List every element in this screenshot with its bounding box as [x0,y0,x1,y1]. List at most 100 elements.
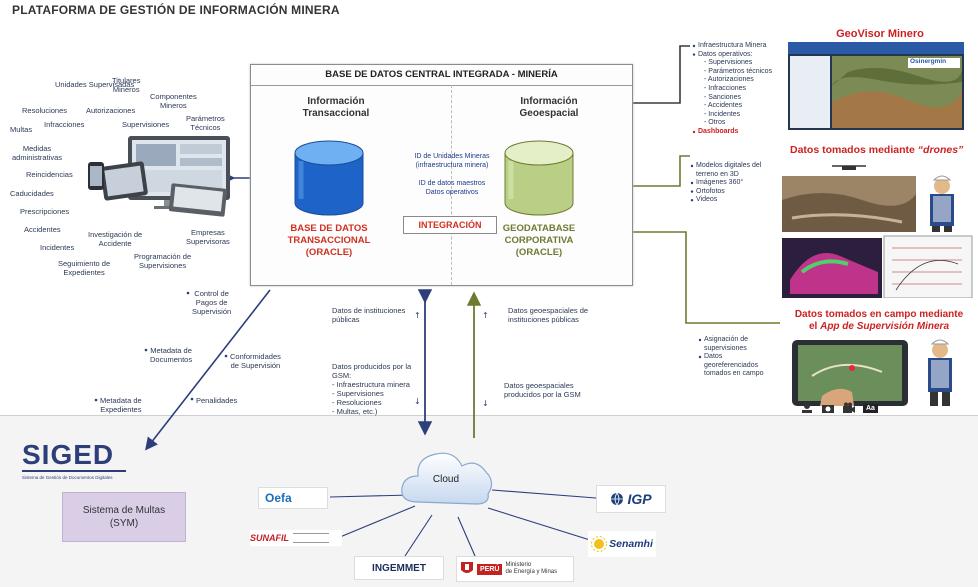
app-title: Datos tomados en campo mediante el App d… [782,309,976,333]
label-resoluciones: Resoluciones [22,106,68,115]
sunafil-logo: SUNAFIL [250,530,342,546]
drones-item: Imágenes 360° [696,179,744,187]
ingemmet-logo-text: INGEMMET [372,562,426,574]
app-tablet-image [792,339,952,406]
flow-gsm-data-label: Datos producidos por la GSM: - Infraestr… [332,362,412,416]
drones-title-em: “drones” [917,144,964,156]
video-camera-icon [843,402,855,413]
flow-public-data-label: Datos de instituciones públicas [332,306,406,324]
geovisor-bullets [692,44,696,134]
minem-logo: PERÚ Ministerio de Energía y Minas [456,556,574,582]
label-titulares: Titulares Mineros [112,76,141,94]
label-seguimiento: Seguimiento de Expedientes [58,259,111,277]
geovisor-dashboards: Dashboards [698,127,739,135]
drone-icon [832,165,866,170]
geovisor-items: Infraestructura Minera Datos operativos:… [698,42,772,137]
label-parametros: Parámetros Técnicos [186,114,225,132]
flow-geo-public-label: Datos geoespaciales de instituciones púb… [508,306,589,324]
text-tool-icon: Aa [863,403,878,413]
ingemmet-logo: INGEMMET [354,556,444,580]
label-reincidencias: Reincidencias [26,170,73,179]
igp-logo: IGP [596,485,666,513]
label-conformidades: Conformidades de Supervisión [230,352,281,370]
geodatabase-icon [504,140,574,216]
label-supervisiones: Supervisiones [122,120,170,129]
siged-subtitle: Sistema de Gestión de Documentos Digital… [22,475,113,480]
svg-text:↓: ↓ [482,399,489,408]
siged-logo-text: SIGED [22,439,115,470]
peru-shield-icon [461,562,473,573]
geovisor-item: - Supervisiones [704,59,753,67]
peru-label: PERÚ [477,563,503,575]
geovisor-item: - Sanciones [704,93,741,101]
integration-item: ID de datos maestros [418,180,486,188]
drones-items: Modelos digitales del terreno en 3D Imág… [696,162,761,205]
drones-bullets [690,164,694,202]
label-componentes: Componentes Mineros [150,92,197,110]
integration-item: ID de Unidades Mineras (infraestructura … [414,153,490,169]
oefa-logo-text: Oefa [265,491,292,505]
flow-geo-gsm-label: Datos geoespaciales producidos por la GS… [504,381,581,399]
sunafil-logo-text: SUNAFIL [250,533,289,543]
label-prescripciones: Prescripciones [20,207,70,216]
app-bullets [698,338,702,359]
app-title-pre: el [808,321,821,332]
app-item: Datos georeferenciados tomados en campo [704,353,764,378]
sun-icon [591,536,608,552]
globe-icon [611,492,624,506]
drones-item: Videos [696,196,718,204]
label-metadata-documentos: Metadata de Documentos [150,346,193,364]
geovisor-item: - Accidentes [704,102,743,110]
geospatial-title: Información Geoespacial [519,96,579,119]
geovisor-item: - Otros [704,119,726,127]
label-empresas: Empresas Supervisoras [186,228,230,246]
integration-items: ID de Unidades Mineras (infraestructura … [403,153,501,197]
geovisor-title: GeoVisor Minero [836,28,924,40]
drones-title-text: Datos tomados mediante [790,144,918,156]
label-control-pagos: Control de Pagos de Supervisión [192,289,232,316]
label-caducidades: Caducidades [10,189,54,198]
central-title: BASE DE DATOS CENTRAL INTEGRADA - MINERÍ… [251,65,632,86]
sunafil-subtext [293,533,329,543]
geodatabase-label: GEODATABASE CORPORATIVA (ORACLE) [502,223,576,258]
label-penalidades: Penalidades [196,396,238,405]
minem-label: Ministerio de Energía y Minas [505,562,558,575]
geovisor-item: - Autorizaciones [704,76,754,84]
siged-logo: SIGED [22,440,126,472]
drones-item: Ortofotos [696,187,725,195]
transactional-title: Información Transaccional [302,96,370,119]
drones-imagery [782,165,973,298]
label-accidentes: Accidentes [24,225,61,234]
svg-text:↑: ↑ [414,311,421,320]
devices-illustration [88,136,230,217]
app-title-line2: el App de Supervisión Minera [782,321,976,333]
label-programacion: Programación de Supervisiones [134,252,192,270]
label-metadata-expedientes: Metadata de Expedientes [100,396,142,414]
cloud-icon [401,452,493,505]
integration-box: INTEGRACIÓN [403,216,497,234]
app-item: Asignación de supervisiones [704,336,748,352]
svg-text:↑: ↑ [482,311,489,320]
central-divider [451,85,452,285]
app-toolbar: Aa [800,402,878,414]
cloud-label: Cloud [432,474,460,485]
svg-text:↓: ↓ [414,397,421,406]
inspector-figure [930,175,954,232]
geovisor-item: Datos operativos: [698,50,753,58]
label-infracciones: Infracciones [44,120,85,129]
app-items: Asignación de supervisiones Datos georef… [704,336,764,379]
label-investigacion: Investigación de Accidente [88,230,143,248]
label-unidades: Unidades Supervisadas [55,80,135,89]
label-multas: Multas [10,125,33,134]
app-title-line1: Datos tomados en campo mediante [794,309,964,320]
geovisor-item: - Incidentes [704,110,741,118]
label-medidas: Medidas administrativas [12,144,63,162]
drones-title: Datos tomados mediante “drones” [790,144,963,156]
geovisor-item: - Infracciones [704,84,747,92]
osinergmin-brand: Osinergmin [910,58,947,65]
central-database-panel: BASE DE DATOS CENTRAL INTEGRADA - MINERÍ… [250,64,633,286]
integration-item: Datos operativos [425,188,479,196]
user-pin-icon [802,403,812,413]
